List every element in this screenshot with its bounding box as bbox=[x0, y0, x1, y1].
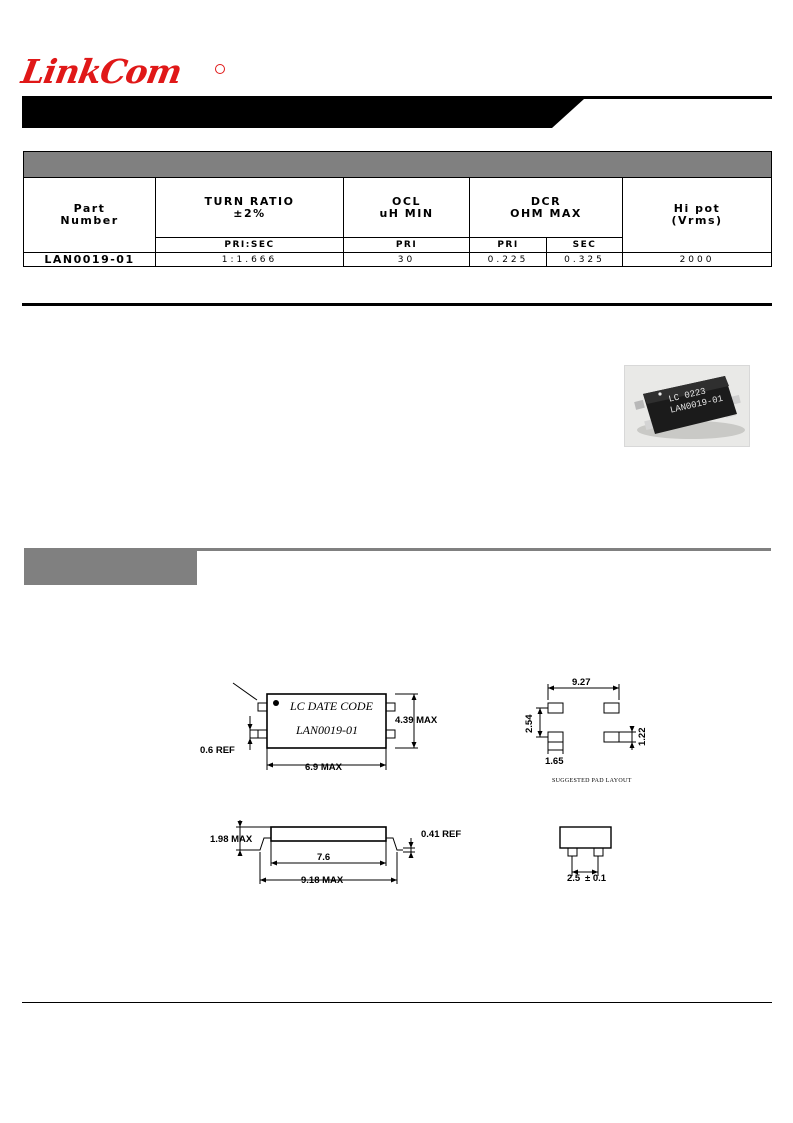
logo-text: LinkCom bbox=[18, 52, 185, 91]
side-height-label: 1.98 MAX bbox=[210, 834, 253, 845]
top-height-label: 4.39 MAX bbox=[395, 715, 438, 726]
subheader-dcr-sec: SEC bbox=[546, 237, 623, 253]
table-row: LAN0019-01 1:1.666 30 0.225 0.325 2000 bbox=[23, 252, 773, 267]
header-hipot-label: Hi pot bbox=[673, 202, 721, 215]
suggested-pad bbox=[603, 731, 620, 743]
header-ocl-label: OCL bbox=[392, 194, 421, 208]
table-title-bar bbox=[22, 151, 773, 178]
pad-height-label: 1.22 bbox=[637, 728, 648, 747]
registered-mark-icon bbox=[215, 64, 225, 74]
top-view-marking-1: LC DATE CODE bbox=[289, 699, 374, 713]
end-view-lead bbox=[567, 848, 578, 857]
end-view-body bbox=[559, 826, 612, 849]
product-photo: LC 0223 LAN0019-01 bbox=[624, 365, 750, 447]
spec-table: Part Number TURN RATIO ±2% OCL uH MIN DC… bbox=[22, 151, 773, 267]
header-dcr-unit: OHM MAX bbox=[510, 206, 582, 220]
top-width-label: 6.9 MAX bbox=[305, 762, 343, 773]
top-view-lead bbox=[257, 729, 268, 739]
end-view bbox=[559, 826, 612, 876]
side-view-lead bbox=[386, 837, 403, 851]
mechanical-section-rule bbox=[24, 548, 771, 551]
top-view-marking-2: LAN0019-01 bbox=[295, 723, 358, 737]
cell-turn-ratio: 1:1.666 bbox=[155, 252, 344, 267]
suggested-pad bbox=[547, 731, 564, 743]
header-turn-ratio-tolerance: ±2% bbox=[233, 206, 266, 220]
header-banner bbox=[22, 96, 772, 128]
end-pitch-label: 2.5 bbox=[567, 873, 581, 884]
top-view-lead bbox=[257, 702, 268, 712]
pad-size-label: 1.65 bbox=[545, 756, 564, 767]
header-turn-ratio-label: TURN RATIO bbox=[204, 194, 295, 208]
suggested-pad bbox=[603, 702, 620, 714]
header-hipot: Hi pot (Vrms) bbox=[621, 177, 773, 253]
linkcom-logo: LinkCom bbox=[18, 52, 237, 94]
pad-layout-caption: SUGGESTED PAD LAYOUT bbox=[552, 778, 632, 784]
cell-part-number: LAN0019-01 bbox=[23, 252, 156, 267]
mechanical-section-tab bbox=[24, 548, 197, 585]
section-divider bbox=[22, 303, 772, 306]
top-view-lead bbox=[385, 729, 396, 739]
cell-ocl: 30 bbox=[343, 252, 470, 267]
end-view-lead bbox=[593, 848, 604, 857]
overall-dimension-label: 9.18 MAX bbox=[301, 875, 344, 886]
side-view bbox=[236, 820, 415, 884]
header-hipot-unit: (Vrms) bbox=[671, 214, 723, 227]
pin1-leader bbox=[232, 682, 258, 701]
pad-layout-view bbox=[536, 684, 636, 754]
header-ocl: OCL uH MIN bbox=[343, 177, 470, 238]
cell-dcr-pri: 0.225 bbox=[469, 252, 547, 267]
inner-dimension-label: 7.6 bbox=[317, 852, 330, 863]
component-illustration: LC 0223 LAN0019-01 bbox=[634, 376, 745, 439]
cell-hipot: 2000 bbox=[621, 252, 773, 267]
header-dcr: DCR OHM MAX bbox=[469, 177, 623, 238]
footer-divider bbox=[22, 1002, 772, 1003]
side-view-body bbox=[270, 826, 387, 842]
lead-thickness-label: 0.41 REF bbox=[421, 829, 461, 840]
suggested-pad bbox=[547, 702, 564, 714]
mechanical-drawing: LC DATE CODE LAN0019-01 4.39 MAX 6.9 MAX… bbox=[200, 677, 648, 886]
top-view bbox=[232, 682, 418, 770]
header-dcr-label: DCR bbox=[530, 194, 562, 208]
top-view-body bbox=[266, 693, 387, 749]
pad-pitch-label: 2.54 bbox=[524, 714, 535, 733]
pad-width-label: 9.27 bbox=[572, 677, 591, 688]
subheader-ocl: PRI bbox=[343, 237, 470, 253]
side-view-lead bbox=[254, 837, 271, 851]
header-ocl-unit: uH MIN bbox=[379, 206, 434, 220]
header-turn-ratio: TURN RATIO ±2% bbox=[155, 177, 344, 238]
pin1-dot-icon bbox=[273, 700, 279, 706]
lead-ref-label: 0.6 REF bbox=[200, 745, 235, 756]
cell-dcr-sec: 0.325 bbox=[546, 252, 623, 267]
subheader-dcr-pri: PRI bbox=[469, 237, 547, 253]
subheader-turn-ratio: PRI:SEC bbox=[155, 237, 344, 253]
end-tolerance-label: ± 0.1 bbox=[585, 873, 607, 884]
table-header-row: Part Number TURN RATIO ±2% OCL uH MIN DC… bbox=[23, 177, 773, 253]
top-view-lead bbox=[385, 702, 396, 712]
header-part-number: Part Number bbox=[23, 177, 156, 253]
